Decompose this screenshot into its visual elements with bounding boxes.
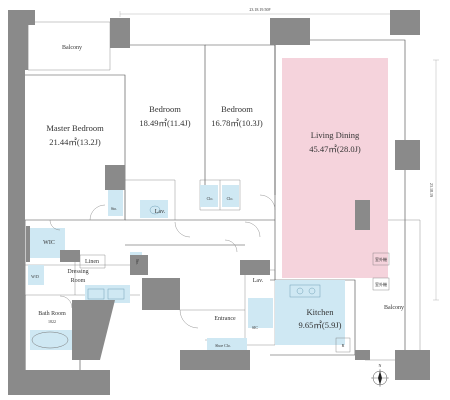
dimension-label-top: 23.18.19.50F [249,7,271,12]
wic-label: WIC [43,240,55,246]
bath-room-name: Bath Room [38,311,66,317]
living-dining-highlight [282,58,388,278]
dressing-room-label-2: Room [71,278,86,284]
lav-2-label: Lav. [253,278,264,284]
master-bedroom-area: 21.44㎡(13.2J) [49,137,101,147]
linen-label: Linen [85,259,99,265]
living-dining-area: 45.47㎡(28.0J) [309,144,361,154]
kitchen-name: Kitchen [307,307,335,317]
bedroom-2-area: 16.78㎡(10.3J) [211,118,263,128]
door-swings [49,194,276,329]
refrigerator-label: R [342,343,345,348]
lav-1-label: Lav. [155,209,166,215]
compass-icon [371,369,389,387]
bedroom-1-area: 18.49㎡(11.4J) [139,118,190,128]
compass-direction: N [379,363,382,368]
master-bedroom-name: Master Bedroom [46,123,104,133]
entrance-label: Entrance [214,316,236,322]
balcony-top-label: Balcony [62,45,82,51]
bedroom-1-name: Bedroom [149,104,181,114]
outdoor-unit-2-label: 室外機 [375,281,387,287]
sto-1-label: Sto. [111,206,117,211]
sic-label: SIC [252,325,259,330]
kitchen-area: 9.65㎡(5.9J) [299,320,342,330]
closet-1-label: Clo. [207,196,214,201]
fixtures [31,205,390,353]
sto-2-label: Sto. [135,259,140,265]
dimension-lines [119,11,439,301]
shoe-closet-label: Shoe Clo. [215,343,231,348]
walls [8,10,430,395]
bedroom-2-name: Bedroom [221,104,253,114]
bath-room-size: 1822 [48,319,56,324]
balcony-right-label: Balcony [384,305,404,311]
wet-areas [28,185,345,350]
living-dining-name: Living Dining [311,130,360,140]
wd-label: W/D [31,274,39,279]
outdoor-unit-1-label: 室外機 [375,256,387,262]
dimension-label-right: 23.18.19 [429,183,434,197]
dressing-room-label-1: Dressing [67,269,88,275]
closet-2-label: Clo. [227,196,234,201]
